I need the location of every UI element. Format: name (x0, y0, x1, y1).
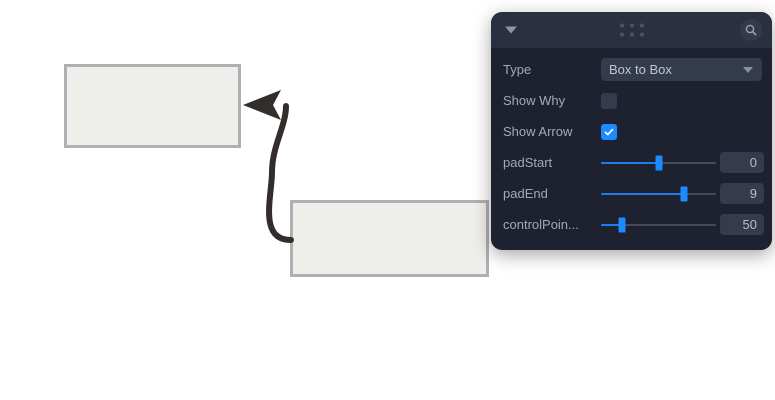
property-row-show-why: Show Why (491, 85, 772, 116)
slider-fill (601, 192, 684, 195)
slider-fill (601, 223, 622, 226)
magnifier-glyph (745, 24, 757, 36)
slider-thumb[interactable] (655, 155, 662, 170)
drag-dots-icon[interactable] (619, 23, 644, 37)
property-control-show-arrow (601, 123, 772, 140)
type-select[interactable]: Box to Box (601, 58, 762, 81)
chevron-down-icon (743, 66, 753, 73)
property-label-padstart: padStart (503, 155, 553, 170)
drag-dot (639, 32, 644, 37)
drag-dot (639, 23, 644, 28)
controlpoint-slider[interactable] (601, 217, 716, 233)
property-label-controlpoint: controlPoin... (503, 217, 579, 232)
caret-down-icon[interactable] (505, 26, 517, 34)
padstart-value[interactable]: 0 (720, 152, 764, 173)
drag-dot (619, 23, 624, 28)
property-row-type: Type Box to Box (491, 54, 772, 85)
property-row-controlpoint: controlPoin... 50 (491, 209, 772, 240)
panel-body: Type Box to Box Show Why Show Arrow (491, 48, 772, 250)
property-control-show-why (601, 92, 772, 109)
property-control-type: Box to Box (601, 58, 772, 81)
node-box-b[interactable] (290, 200, 489, 277)
inspector-panel[interactable]: Type Box to Box Show Why Show Arrow (491, 12, 772, 250)
property-label-show-arrow: Show Arrow (503, 124, 573, 139)
show-arrow-checkbox[interactable] (601, 123, 617, 140)
drag-dot (619, 32, 624, 37)
padend-value[interactable]: 9 (720, 183, 764, 204)
property-label-padend: padEnd (503, 186, 548, 201)
property-label-show-why: Show Why (503, 93, 566, 108)
property-label-type: Type (503, 62, 532, 77)
property-control-padstart: 0 (601, 152, 772, 173)
type-select-value: Box to Box (609, 62, 672, 77)
connector-curve (266, 103, 294, 243)
checkmark-icon (604, 128, 614, 135)
property-control-controlpoint: 50 (601, 214, 772, 235)
slider-thumb[interactable] (618, 217, 626, 232)
slider-thumb[interactable] (680, 186, 688, 201)
slider-track (601, 223, 716, 226)
node-box-a[interactable] (64, 64, 241, 148)
padend-slider[interactable] (601, 186, 716, 202)
property-control-padend: 9 (601, 183, 772, 204)
panel-header[interactable] (491, 12, 772, 48)
property-row-show-arrow: Show Arrow (491, 116, 772, 147)
controlpoint-value[interactable]: 50 (720, 214, 764, 235)
connector-arrowhead (243, 90, 281, 120)
show-why-checkbox[interactable] (601, 92, 617, 109)
property-row-padend: padEnd 9 (491, 178, 772, 209)
magnifier-icon[interactable] (740, 19, 762, 41)
slider-fill (601, 161, 659, 164)
padstart-slider[interactable] (601, 155, 716, 171)
drag-dot (629, 23, 634, 28)
drag-dot (629, 32, 634, 37)
property-row-padstart: padStart 0 (491, 147, 772, 178)
